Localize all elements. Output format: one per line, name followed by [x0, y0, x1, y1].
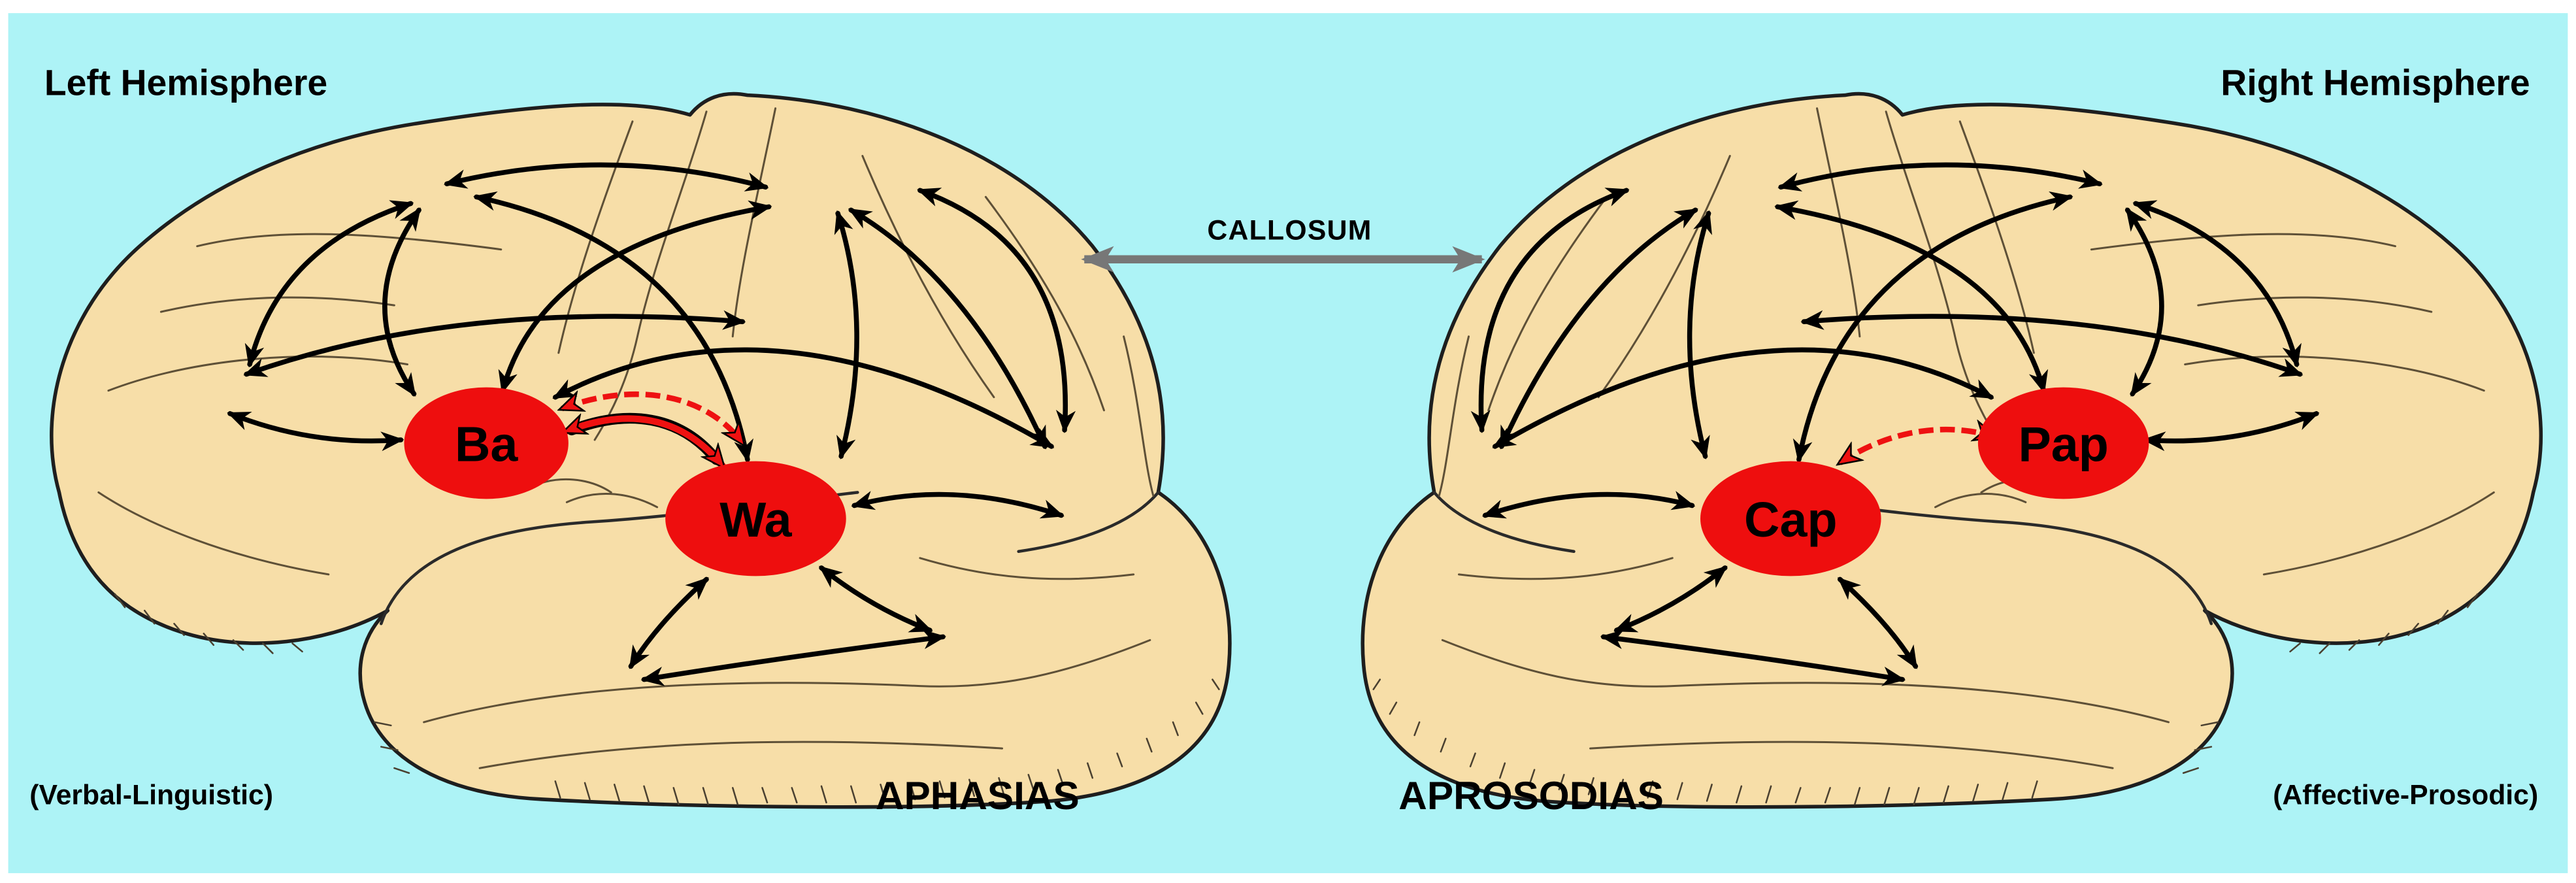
connection-arrow — [640, 629, 947, 686]
connection-arrow — [917, 188, 1076, 433]
connection-arrow — [382, 207, 421, 397]
left-function-label: (Verbal-Linguistic) — [29, 779, 273, 810]
connection-arrow — [1470, 188, 1630, 433]
right-hemisphere-title: Right Hemisphere — [2221, 63, 2530, 103]
connection-arrow — [628, 576, 709, 669]
connection-arrow — [443, 162, 769, 192]
red-dashed-arrow — [562, 394, 743, 443]
left-disorder-label: APHASIAS — [876, 773, 1080, 818]
callosum-label: CALLOSUM — [1207, 215, 1372, 246]
cap-node — [1700, 461, 1881, 576]
connection-arrow — [552, 347, 1055, 449]
ba-wa-red-arrows — [562, 394, 743, 466]
occipital-notch — [1017, 491, 1160, 554]
connection-arrow — [1600, 629, 1906, 686]
ba-node — [404, 387, 569, 499]
connection-arrow — [819, 565, 933, 633]
pap-label: Pap — [2018, 417, 2108, 472]
wa-label: Wa — [719, 492, 792, 547]
connection-arrow — [1481, 491, 1696, 519]
connection-arrow — [1613, 565, 1728, 633]
pap-node — [1977, 387, 2149, 499]
connection-arrow — [1492, 347, 1994, 449]
connection-arrow — [2142, 411, 2320, 452]
connection-arrow — [1777, 162, 2103, 192]
cap-pap-red-dashed-arrow — [1840, 429, 1994, 463]
connection-arrow — [1837, 576, 1919, 669]
right-connection-arrows — [1470, 162, 2320, 686]
right-function-label: (Affective-Prosodic) — [2273, 779, 2538, 810]
connection-arrow — [851, 491, 1065, 519]
connection-arrow — [2124, 207, 2164, 397]
connection-arrow — [227, 411, 405, 452]
cap-label: Cap — [1744, 492, 1837, 547]
ba-label: Ba — [455, 417, 518, 472]
right-disorder-label: APROSODIAS — [1398, 773, 1664, 818]
brain-hatching — [114, 593, 1220, 805]
wa-node — [665, 461, 846, 576]
left-hemisphere-title: Left Hemisphere — [44, 63, 327, 103]
